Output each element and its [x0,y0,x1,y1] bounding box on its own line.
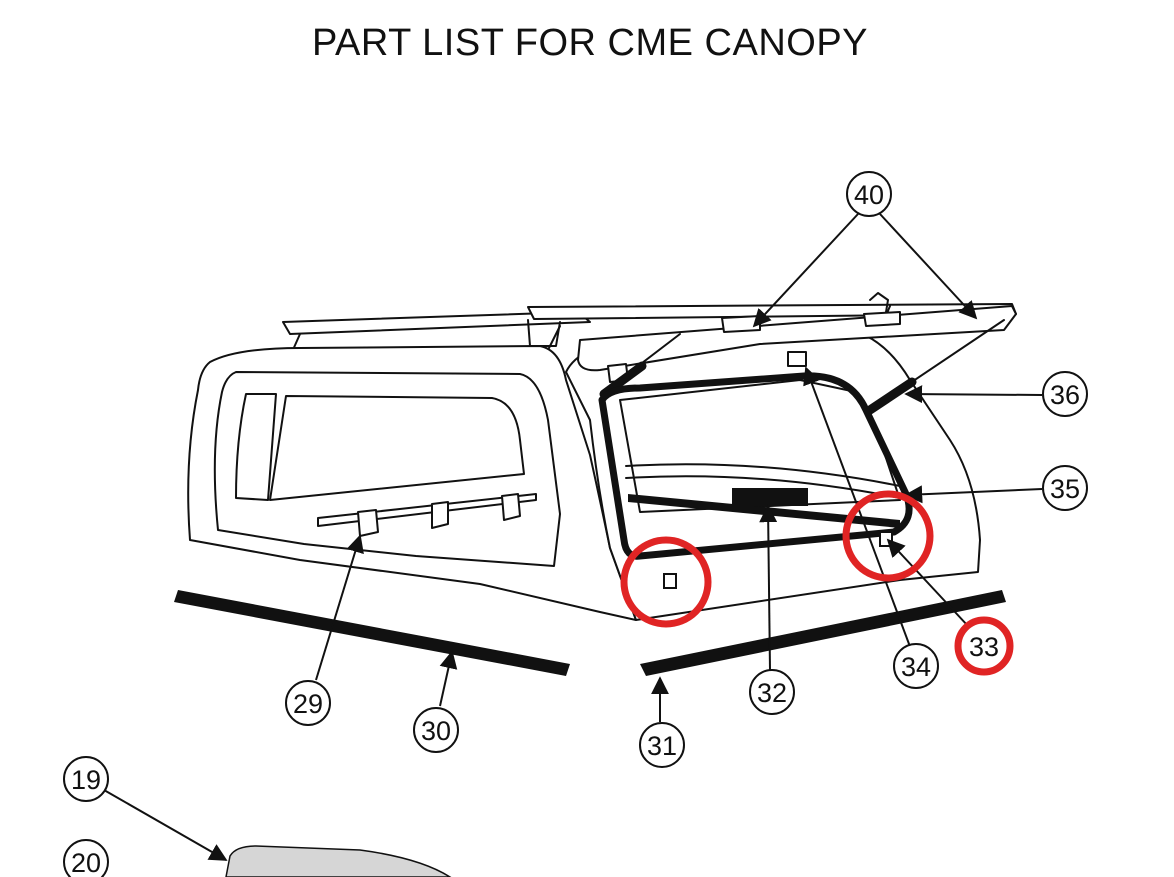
svg-text:36: 36 [1050,380,1080,410]
callout-31: 31 [639,722,685,768]
svg-text:19: 19 [71,765,101,795]
front-panel-corner [225,845,452,877]
base-seal-strips [174,590,1006,676]
callout-40: 40 [846,171,892,217]
svg-text:29: 29 [293,689,323,719]
highlight-markers [620,490,934,628]
seal-strip-right [640,590,1006,676]
callout-30: 30 [413,707,459,753]
svg-text:35: 35 [1050,474,1080,504]
side-window-glass [235,393,277,501]
clamp-brackets [357,493,521,537]
callout-19: 19 [63,756,109,802]
svg-text:33: 33 [969,632,999,662]
rear-door-lifted [577,305,1017,372]
callout-20: 20 [63,839,109,877]
svg-text:20: 20 [71,848,101,877]
canopy-side-shell [187,345,637,621]
side-window-frame [213,371,561,567]
highlight-circle-right-lock [842,490,934,582]
svg-text:31: 31 [647,731,677,761]
page-title: PART LIST FOR CME CANOPY [311,22,869,64]
callout-34: 34 [893,643,939,689]
roof-rail-left [282,311,591,335]
highlight-circle-left-lock [620,536,712,628]
callout-36: 36 [1042,371,1088,417]
svg-text:34: 34 [901,652,931,682]
callout-29: 29 [285,680,331,726]
callout-33: 33 [954,616,1014,676]
callout-32: 32 [749,669,795,715]
svg-text:40: 40 [854,180,884,210]
svg-text:30: 30 [421,716,451,746]
seal-strip-left [174,590,570,676]
callout-35: 35 [1042,465,1088,511]
callouts: 40 36 35 33 34 32 31 30 [63,171,1088,877]
svg-text:32: 32 [757,678,787,708]
